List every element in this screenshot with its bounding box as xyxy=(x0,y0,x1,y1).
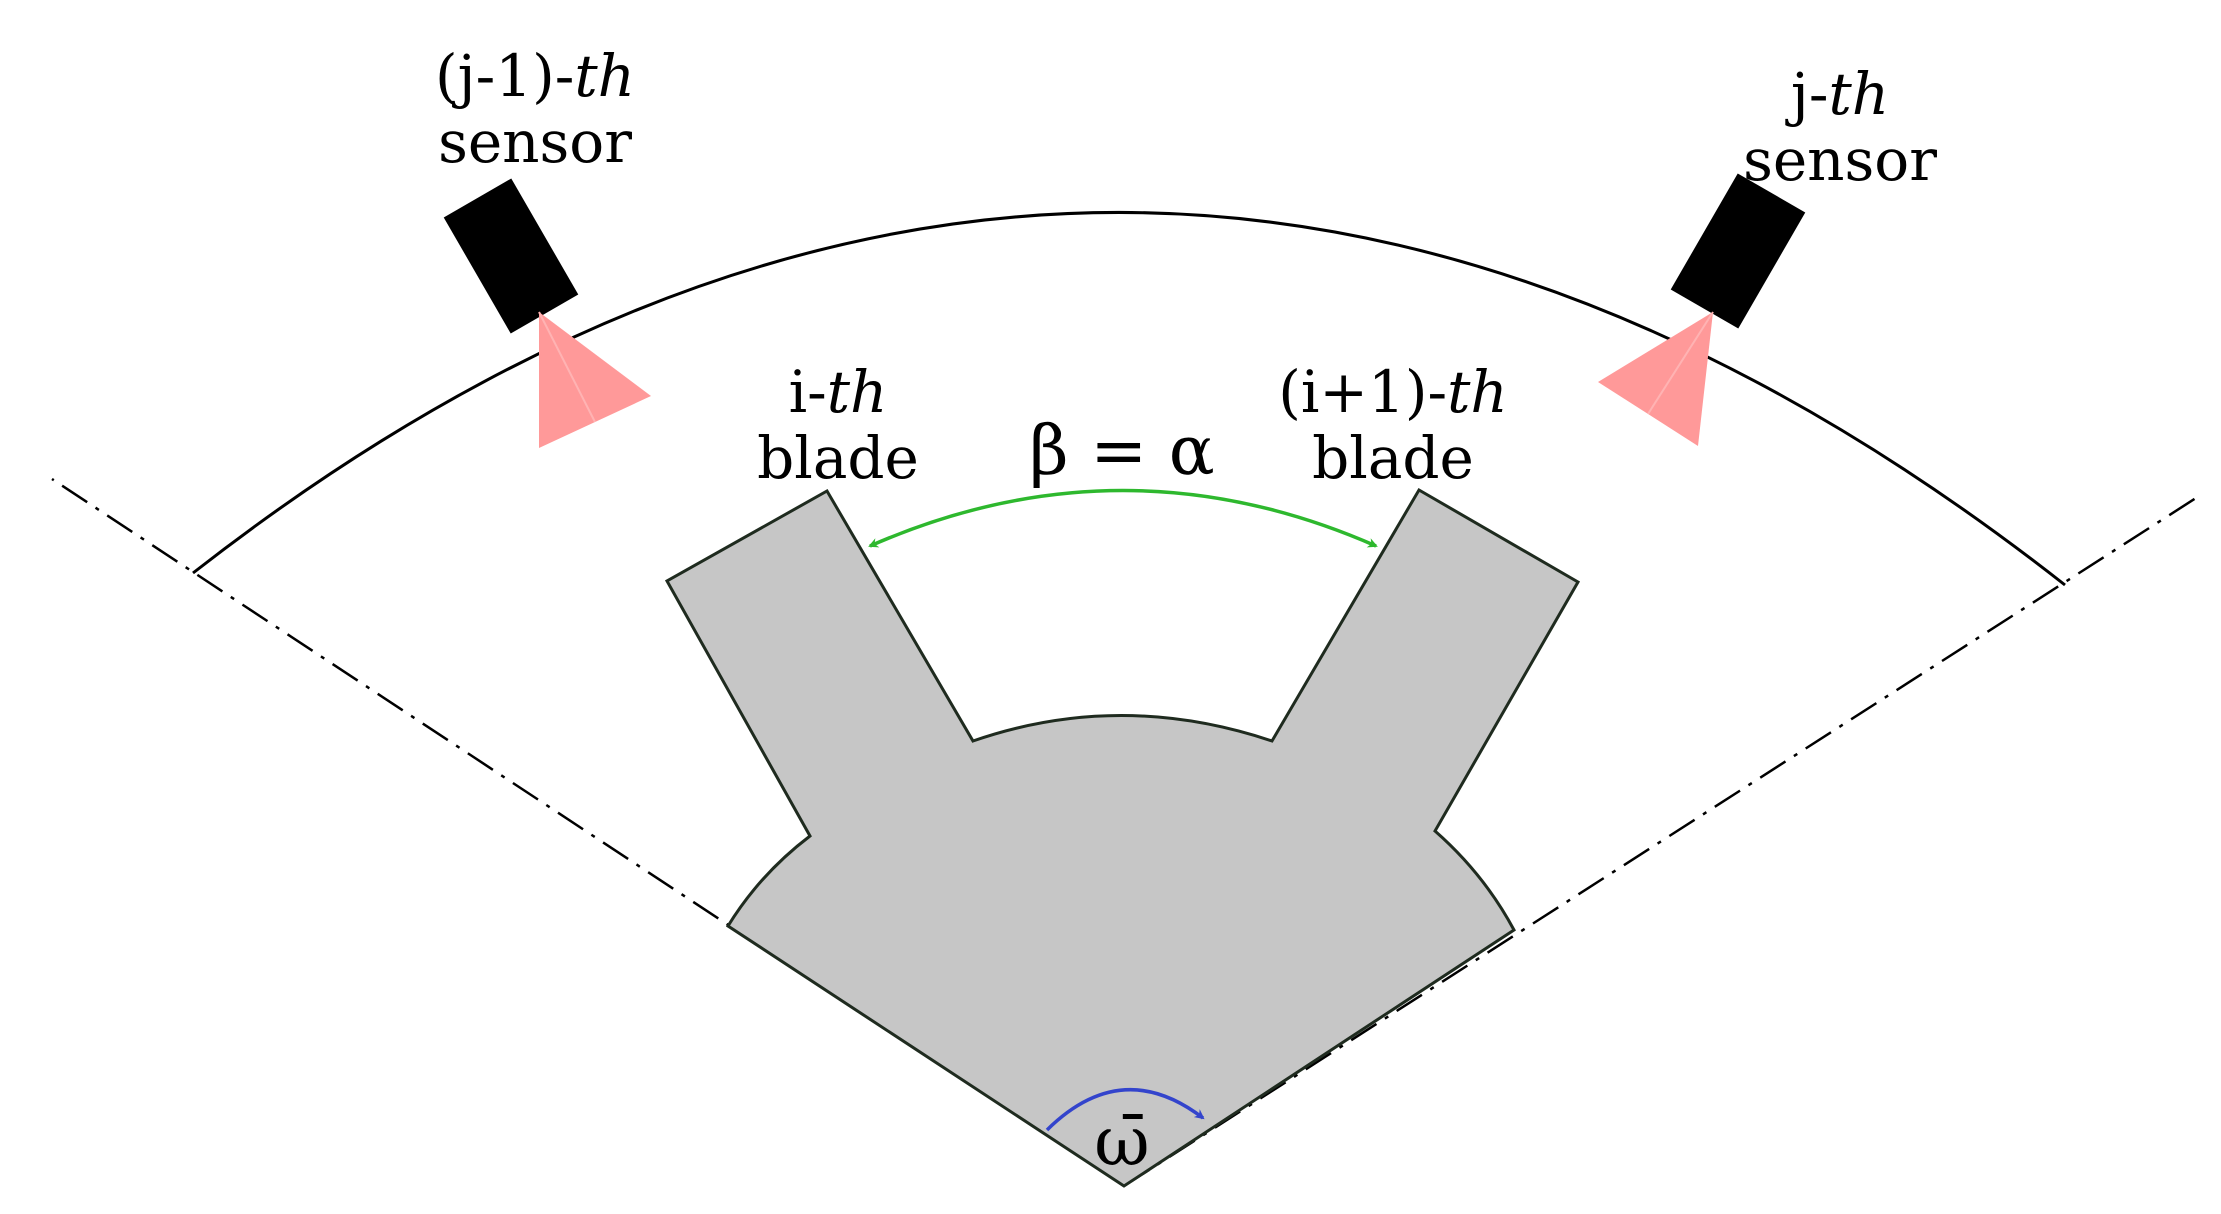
sensor-left-beam-icon xyxy=(539,312,651,448)
sensor-left-label-line2: sensor xyxy=(438,108,632,176)
sensor-right-label-line2: sensor xyxy=(1743,126,1937,194)
casing-arc xyxy=(192,211,2066,587)
sensor-left-body xyxy=(443,178,579,334)
sensor-left xyxy=(443,178,651,448)
blade-right-label-line1: (i+1)-th xyxy=(1278,358,1508,426)
sensor-right xyxy=(1598,173,1806,446)
blade-left-label-line1: i-th xyxy=(789,358,888,426)
angle-arrow xyxy=(868,488,1378,548)
sensor-right-label-line1: j-th xyxy=(1785,60,1889,128)
rotation-arrow xyxy=(1045,1088,1205,1132)
blade-left-label-line2: blade xyxy=(757,424,919,492)
rotation-symbol: ω̄ xyxy=(1094,1103,1149,1182)
sensor-left-label-line1: (j-1)-th xyxy=(435,42,635,110)
sensor-right-body xyxy=(1670,173,1806,329)
angle-equation: β = α xyxy=(1029,412,1214,491)
rotor-hub xyxy=(664,487,1581,1188)
blade-right-label-line2: blade xyxy=(1312,424,1474,492)
sector-boundary-right xyxy=(1123,496,2197,1188)
sensor-right-beam-icon xyxy=(1598,312,1713,446)
